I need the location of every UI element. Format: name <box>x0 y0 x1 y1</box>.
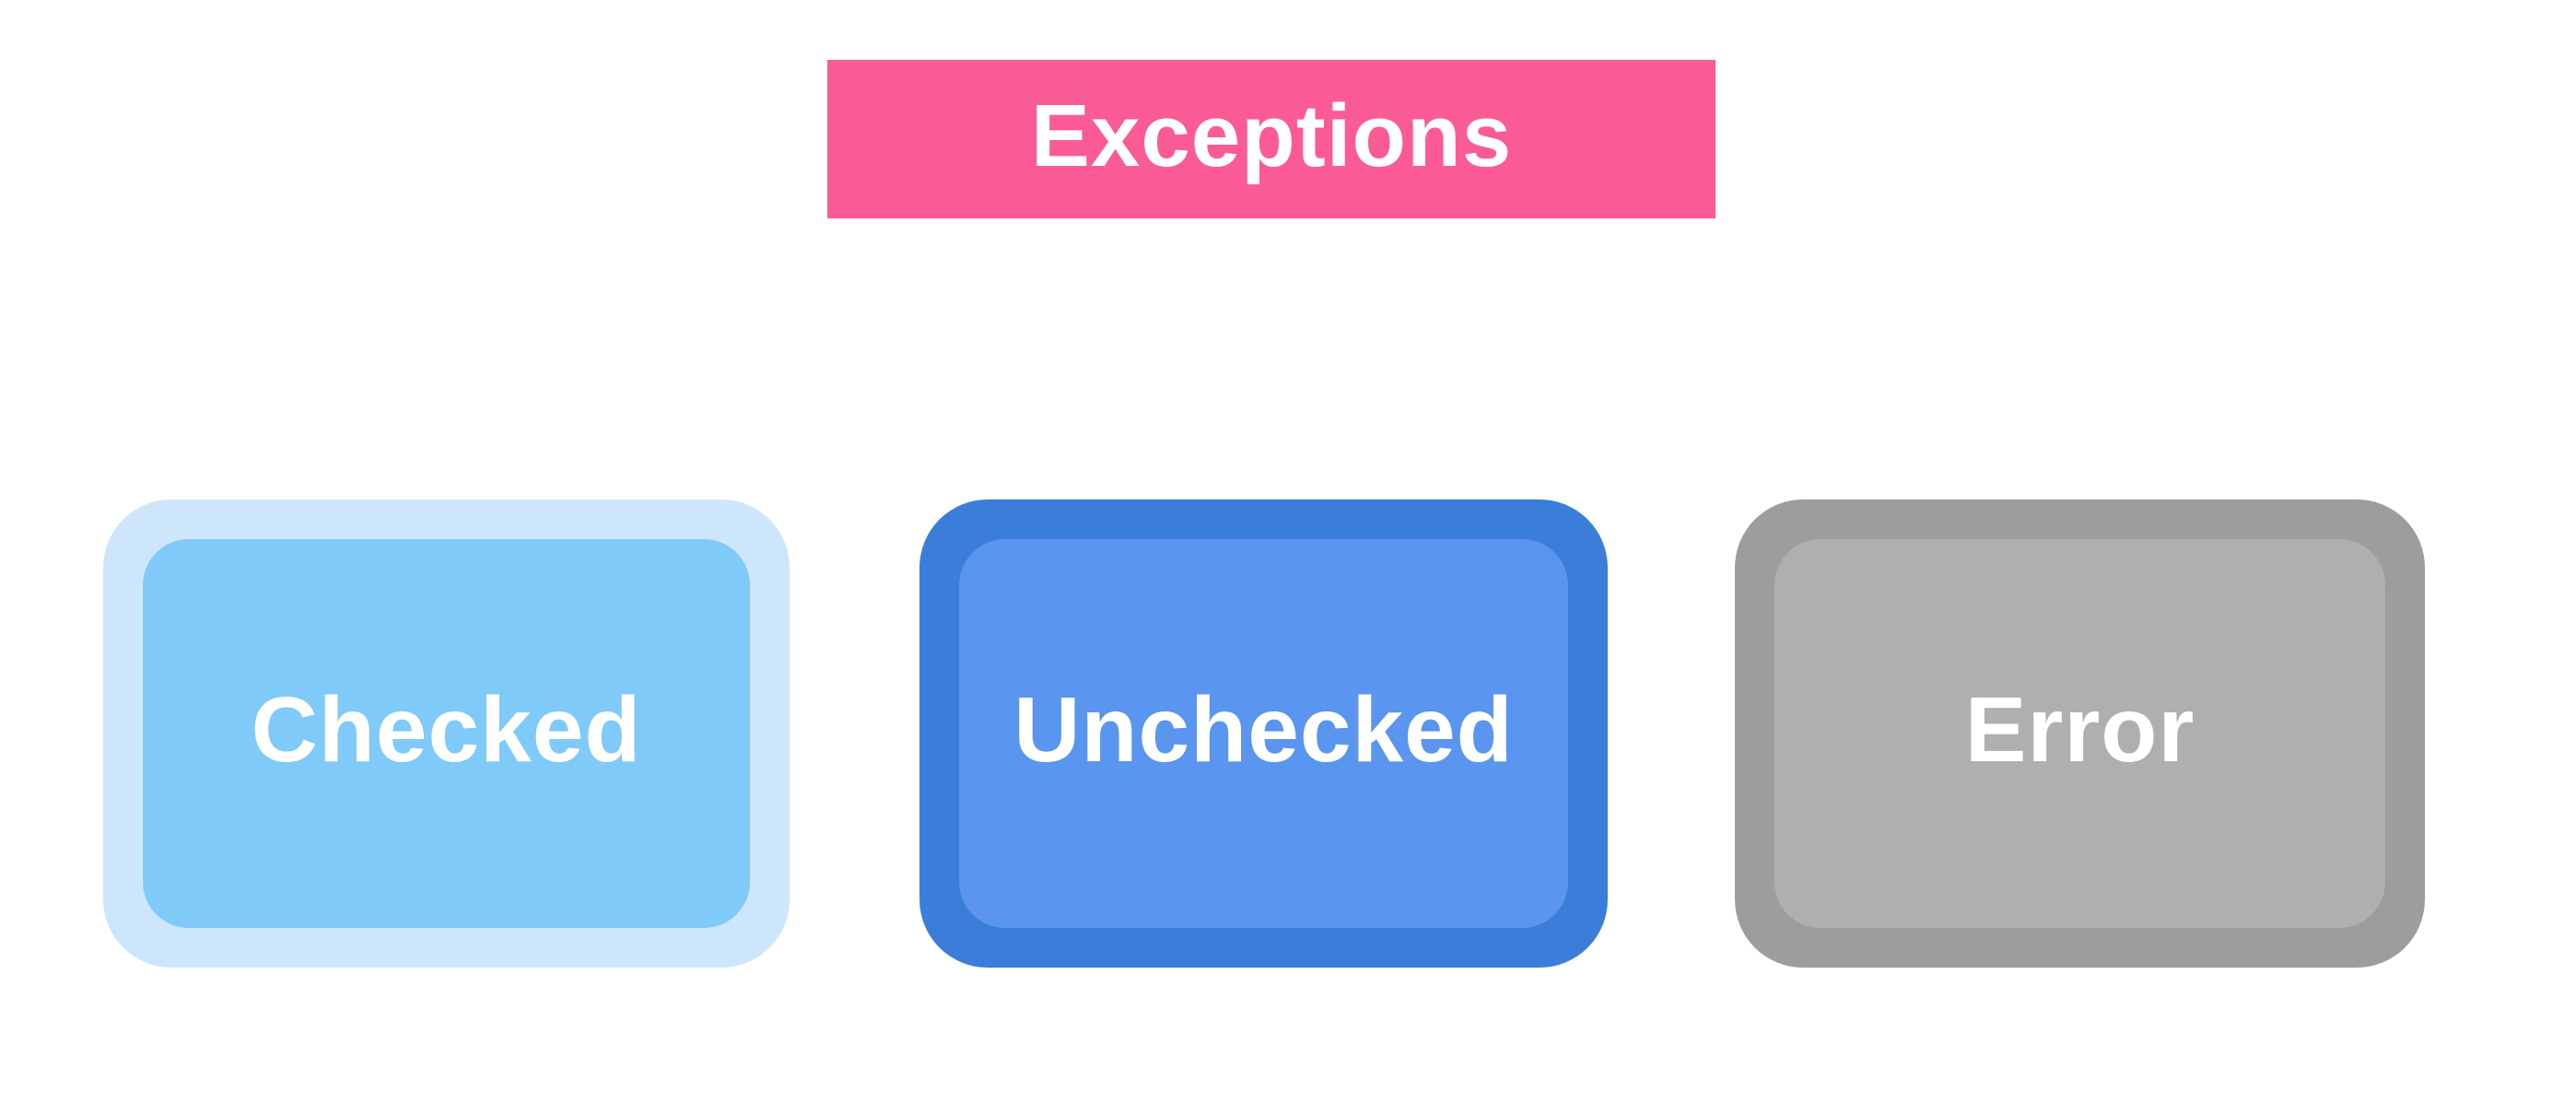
title-banner: Exceptions <box>827 60 1715 218</box>
node-checked: Checked <box>103 499 790 968</box>
node-unchecked-label: Unchecked <box>1013 678 1514 781</box>
node-error-face: Error <box>1774 539 2385 928</box>
node-error-label: Error <box>1964 678 2195 781</box>
node-unchecked-face: Unchecked <box>959 539 1568 928</box>
node-unchecked: Unchecked <box>919 499 1608 968</box>
node-error: Error <box>1735 499 2425 968</box>
diagram-title: Exceptions <box>1030 87 1513 185</box>
node-checked-label: Checked <box>251 678 642 781</box>
node-checked-face: Checked <box>143 539 750 928</box>
